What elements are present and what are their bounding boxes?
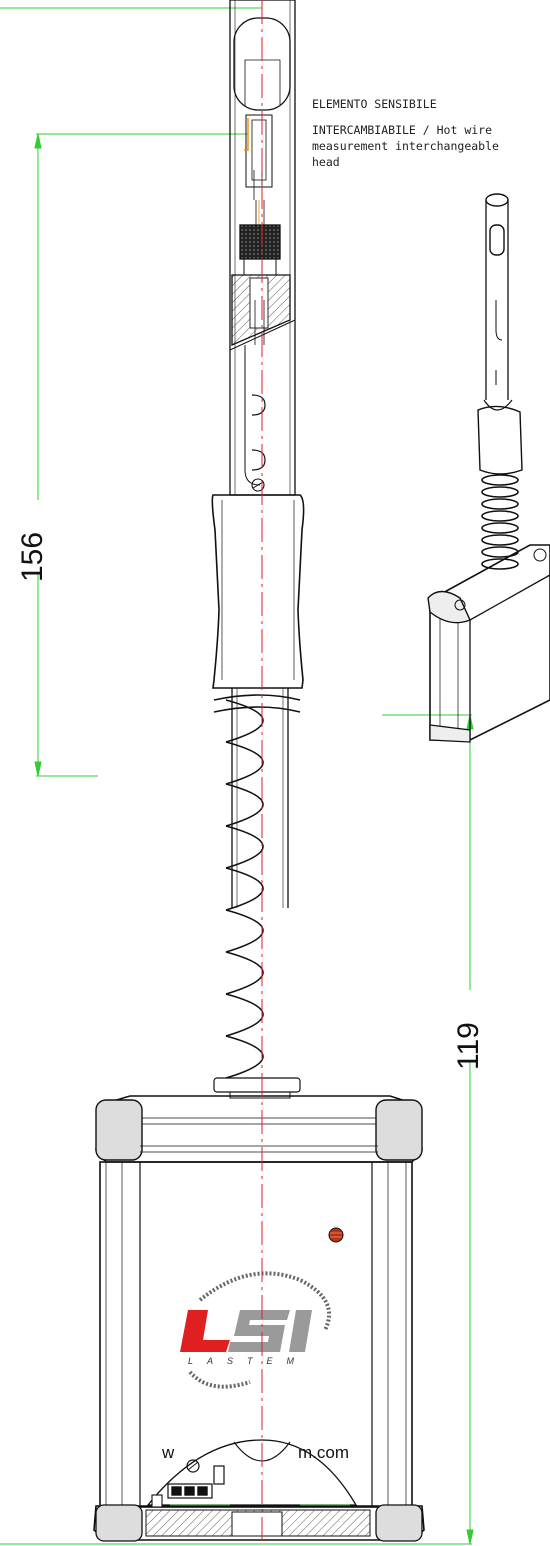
url-text-right: m.com [298, 1443, 349, 1462]
spring [213, 694, 301, 1079]
perspective-grip [477, 405, 523, 475]
body-height-arrow-bottom [466, 1529, 474, 1545]
bayonet-slot-upper [251, 394, 266, 416]
knurled-nut [239, 224, 281, 260]
logo-letter-s [228, 1310, 290, 1352]
logo-letter-l [180, 1310, 230, 1352]
status-led [328, 1227, 344, 1243]
probe-length-arrow-bottom [34, 761, 42, 777]
annotation-line-1: ELEMENTO SENSIBILE [312, 97, 437, 111]
annotation-line-4: head [312, 155, 340, 169]
sensor-head [245, 114, 273, 188]
probe-grip [211, 494, 305, 689]
trimmer [186, 1459, 200, 1473]
logo-letter-i [289, 1310, 312, 1352]
lsi-logo: LASTEM [180, 1271, 331, 1389]
dimension-labels: 156 119 [12, 500, 486, 1070]
annotation: ELEMENTO SENSIBILE INTERCAMBIABILE / Hot… [312, 97, 499, 169]
locking-screw [251, 478, 265, 492]
dimension-lines [0, 7, 474, 1545]
logo-subtext: LASTEM [188, 1356, 308, 1366]
instrument-body [93, 1095, 425, 1542]
dimension-label-156: 156 [16, 532, 49, 582]
dimension-label-119: 119 [452, 1022, 485, 1070]
perspective-view [427, 193, 550, 743]
probe-length-arrow-top [34, 133, 42, 149]
url-text-left: w [161, 1443, 175, 1462]
body-housing [99, 1161, 413, 1508]
perspective-probe-tube [485, 200, 509, 400]
annotation-line-3: measurement interchangeable [312, 139, 499, 153]
bayonet-slot-lower [251, 449, 266, 471]
hot-wire [244, 118, 249, 151]
annotation-line-2: INTERCAMBIABILE / Hot wire [312, 123, 492, 137]
logo-swoosh [198, 1271, 331, 1331]
perspective-body [429, 544, 550, 741]
probe-front-view [211, 0, 305, 1099]
url-label: w m.com [161, 1443, 349, 1462]
